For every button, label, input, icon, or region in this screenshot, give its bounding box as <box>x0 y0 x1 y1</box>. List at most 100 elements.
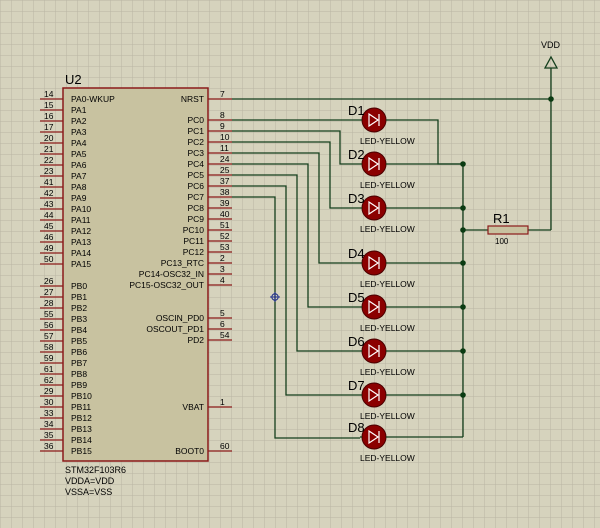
junction-dot <box>460 304 466 310</box>
mcu-pin-label: PC1 <box>187 126 204 136</box>
mcu-right-pins: 7NRST8PC09PC110PC211PC324PC425PC537PC638… <box>129 89 232 456</box>
mcu-pin-number: 38 <box>220 187 230 197</box>
mcu-pin-number: 53 <box>220 242 230 252</box>
mcu-pin-label: PA7 <box>71 171 87 181</box>
mcu-pin-number: 20 <box>44 133 54 143</box>
led-body-icon[interactable] <box>361 338 387 364</box>
junction-dot <box>460 348 466 354</box>
mcu-pin-number: 6 <box>220 319 225 329</box>
mcu-pin-label: PC8 <box>187 203 204 213</box>
mcu-pin-number: 28 <box>44 298 54 308</box>
led-body-icon[interactable] <box>361 107 387 133</box>
mcu-pin-number: 8 <box>220 110 225 120</box>
led-part: LED-YELLOW <box>360 136 415 146</box>
mcu-pin-number: 33 <box>44 408 54 418</box>
mcu-pin-number: 2 <box>220 253 225 263</box>
mcu-pin-number: 41 <box>44 177 54 187</box>
mcu-pin-label: PC15-OSC32_OUT <box>129 280 204 290</box>
wire-pc2-d3[interactable] <box>232 141 360 209</box>
junction-dot <box>460 227 466 233</box>
led-body-icon[interactable] <box>361 424 387 450</box>
mcu-body[interactable] <box>62 87 209 462</box>
mcu-pin-number: 30 <box>44 397 54 407</box>
mcu-pin-number: 9 <box>220 121 225 131</box>
vdd-label: VDD <box>541 40 561 50</box>
mcu-pin-label: OSCOUT_PD1 <box>146 324 204 334</box>
mcu-pin-number: 35 <box>44 430 54 440</box>
mcu-pin-label: PC2 <box>187 137 204 147</box>
led-part: LED-YELLOW <box>360 180 415 190</box>
wire-pc7-d8[interactable] <box>232 196 360 439</box>
mcu-pin-number: 51 <box>220 220 230 230</box>
mcu-pin-label: PA0-WKUP <box>71 94 115 104</box>
mcu-pin-number: 59 <box>44 353 54 363</box>
mcu-pin-label: PA5 <box>71 149 87 159</box>
resistor-body[interactable] <box>487 225 529 235</box>
mcu-pin-label: PB12 <box>71 413 92 423</box>
mcu-pin-number: 62 <box>44 375 54 385</box>
mcu-pin-label: PC4 <box>187 159 204 169</box>
diode-triangle-icon <box>368 156 380 172</box>
led-part: LED-YELLOW <box>360 224 415 234</box>
led-body-icon[interactable] <box>361 250 387 276</box>
vdd-arrow-icon <box>543 55 559 69</box>
wire-pc6-d7[interactable] <box>232 185 360 396</box>
mcu-pin-label: PB1 <box>71 292 87 302</box>
mcu-pin-label: PC3 <box>187 148 204 158</box>
mcu-pin-number: 26 <box>44 276 54 286</box>
vdd-terminal[interactable]: VDD <box>541 40 561 69</box>
mcu-pin-number: 60 <box>220 441 230 451</box>
led-body-icon[interactable] <box>361 294 387 320</box>
mcu-pin-label: PB2 <box>71 303 87 313</box>
diode-triangle-icon <box>368 255 380 271</box>
wire-pc1-d2[interactable] <box>232 130 360 165</box>
mcu-pin-label: PC5 <box>187 170 204 180</box>
mcu-pin-label: PA15 <box>71 259 91 269</box>
led-ref: D7 <box>348 378 365 393</box>
led-ref: D3 <box>348 191 365 206</box>
mcu-pin-number: 52 <box>220 231 230 241</box>
mcu-pin-number: 17 <box>44 122 54 132</box>
wire-pc3-d4[interactable] <box>232 152 360 264</box>
led-body-icon[interactable] <box>361 382 387 408</box>
wire-pc4-d5[interactable] <box>232 163 360 308</box>
mcu-pin-number: 24 <box>220 154 230 164</box>
junction-dot <box>460 161 466 167</box>
led-part: LED-YELLOW <box>360 323 415 333</box>
diode-triangle-icon <box>368 200 380 216</box>
mcu-pin-label: PC6 <box>187 181 204 191</box>
mcu-pin-label: PA12 <box>71 226 91 236</box>
led-part: LED-YELLOW <box>360 411 415 421</box>
cursor-crosshair-icon <box>270 292 280 302</box>
mcu-pin-number: 46 <box>44 232 54 242</box>
mcu-pin-label: PB0 <box>71 281 87 291</box>
mcu-pin-number: 25 <box>220 165 230 175</box>
junction-dot <box>460 205 466 211</box>
mcu-pin-number: 16 <box>44 111 54 121</box>
resistor-r1[interactable]: R1 100 <box>487 211 529 246</box>
wire-pc5-d6[interactable] <box>232 174 360 352</box>
mcu-pin-number: 1 <box>220 397 225 407</box>
mcu-pin-label: PA13 <box>71 237 91 247</box>
led-body-icon[interactable] <box>361 195 387 221</box>
mcu-prop-vssa: VSSA=VSS <box>65 487 112 497</box>
mcu-pin-number: 36 <box>44 441 54 451</box>
diode-triangle-icon <box>368 299 380 315</box>
diode-triangle-icon <box>368 387 380 403</box>
diode-triangle-icon <box>368 112 380 128</box>
led-body-icon[interactable] <box>361 151 387 177</box>
mcu-pin-number: 5 <box>220 308 225 318</box>
mcu-pin-label: PB4 <box>71 325 87 335</box>
mcu-pin-label: PC0 <box>187 115 204 125</box>
mcu-pin-label: OSCIN_PD0 <box>156 313 204 323</box>
